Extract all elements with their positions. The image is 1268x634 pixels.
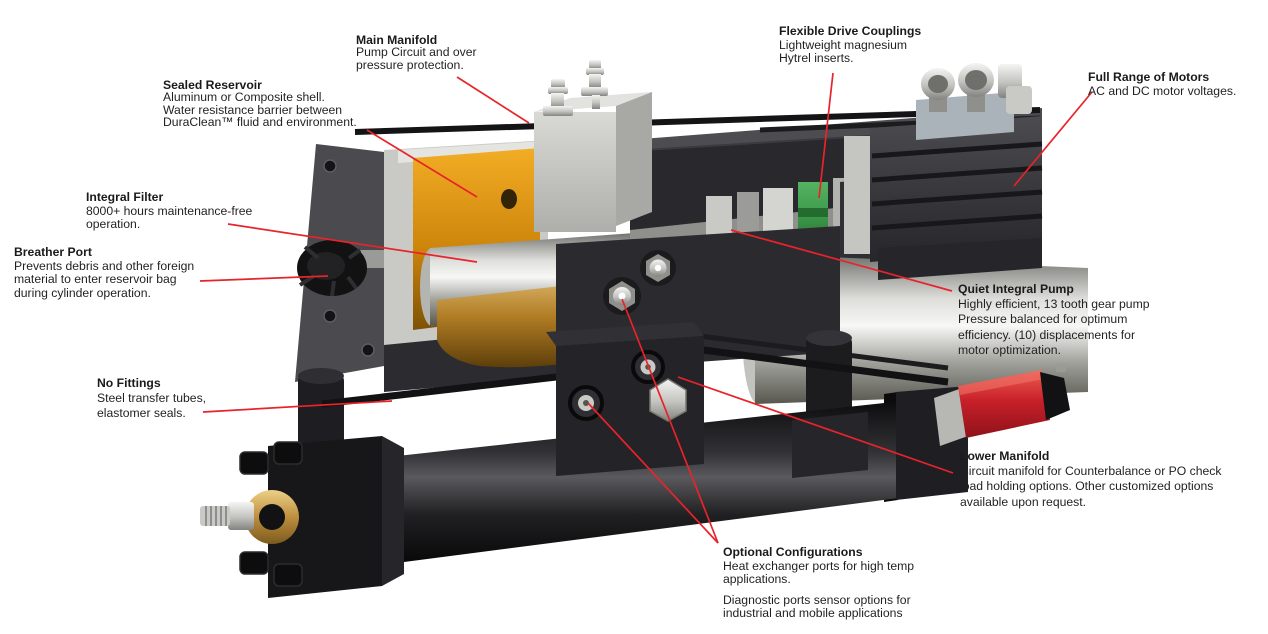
callout-line: efficiency. (10) displacements for bbox=[958, 327, 1136, 342]
callout-integral-filter: Integral Filter 8000+ hours maintenance-… bbox=[86, 190, 253, 232]
callout-full-range-of-motors: Full Range of Motors AC and DC motor vol… bbox=[1088, 70, 1237, 98]
leader-sealed-reservoir bbox=[366, 129, 478, 198]
motor-connector-elbow bbox=[998, 64, 1032, 114]
callout-line: 8000+ hours maintenance-free bbox=[86, 203, 253, 218]
callout-main-manifold: Main Manifold Pump Circuit and over pres… bbox=[356, 33, 477, 72]
lower-cylinder bbox=[342, 398, 930, 570]
callout-line: Highly efficient, 13 tooth gear pump bbox=[958, 297, 1150, 312]
callout-title: Flexible Drive Couplings bbox=[779, 24, 922, 38]
screw-hole bbox=[323, 309, 337, 323]
lower-assembly bbox=[200, 322, 1070, 598]
callout-title: Quiet Integral Pump bbox=[958, 282, 1074, 296]
transfer-tube-3 bbox=[699, 333, 949, 371]
rod-gland-assembly bbox=[200, 436, 404, 598]
callout-line: Aluminum or Composite shell. bbox=[163, 90, 325, 105]
callout-line: pressure protection. bbox=[356, 57, 464, 72]
callout-line: Heat exchanger ports for high temp bbox=[723, 558, 915, 573]
breather-port-knob bbox=[297, 240, 384, 297]
leader-flexible-drive-couplings bbox=[818, 72, 834, 199]
quick-coupling-1 bbox=[603, 277, 641, 315]
motor-connector-2 bbox=[958, 63, 994, 112]
trunnion-clamp bbox=[792, 412, 868, 478]
leader-quiet-integral-pump bbox=[730, 229, 953, 292]
red-valve bbox=[934, 364, 1070, 446]
leader-no-fittings bbox=[202, 400, 393, 413]
callout-title: Sealed Reservoir bbox=[163, 78, 262, 92]
callout-line: operation. bbox=[86, 217, 141, 232]
leader-full-range-of-motors bbox=[1013, 91, 1093, 187]
callout-line: material to enter reservoir bag bbox=[14, 272, 177, 287]
leader-main-manifold bbox=[456, 76, 530, 124]
callout-flexible-drive-couplings: Flexible Drive Couplings Lightweight mag… bbox=[779, 24, 922, 66]
callout-line: Hytrel inserts. bbox=[779, 51, 854, 66]
motor-flange bbox=[844, 136, 872, 254]
main-manifold-block bbox=[534, 60, 652, 232]
manifold-fitting-2 bbox=[581, 60, 608, 109]
callout-line: Circuit manifold for Counterbalance or P… bbox=[960, 464, 1222, 479]
callout-line: applications. bbox=[723, 572, 791, 587]
callout-line: motor optimization. bbox=[958, 342, 1061, 357]
hex-plug bbox=[649, 378, 687, 422]
lower-manifold-block bbox=[546, 322, 704, 476]
callout-title: Optional Configurations bbox=[723, 545, 863, 559]
leader-lower-manifold bbox=[677, 376, 954, 474]
quick-coupling-2 bbox=[640, 250, 676, 286]
callout-line: Prevents debris and other foreign bbox=[14, 258, 195, 273]
piston-rod-thread bbox=[200, 506, 230, 526]
callout-line: Pump Circuit and over bbox=[356, 45, 477, 60]
callout-line: industrial and mobile applications bbox=[723, 606, 903, 621]
callout-line: load holding options. Other customized o… bbox=[960, 479, 1214, 494]
screw-hole bbox=[323, 159, 337, 173]
motor bbox=[844, 63, 1043, 280]
callout-title: Breather Port bbox=[14, 245, 92, 259]
callout-lower-manifold: Lower Manifold Circuit manifold for Coun… bbox=[960, 449, 1221, 510]
left-trunnion bbox=[298, 368, 344, 460]
callout-line: Steel transfer tubes, bbox=[97, 391, 207, 406]
screw-hole bbox=[361, 343, 375, 357]
callout-title: Main Manifold bbox=[356, 33, 438, 47]
callout-line: AC and DC motor voltages. bbox=[1088, 83, 1237, 98]
callout-title: Full Range of Motors bbox=[1088, 70, 1210, 84]
callout-title: Integral Filter bbox=[86, 190, 164, 204]
leader-lines bbox=[199, 72, 1093, 544]
callout-no-fittings: No Fittings Steel transfer tubes, elasto… bbox=[97, 376, 206, 422]
callout-line: available upon request. bbox=[960, 494, 1087, 509]
motor-connector-1 bbox=[921, 68, 955, 112]
upper-assembly bbox=[295, 60, 1088, 404]
leader-breather-port bbox=[199, 275, 329, 282]
callout-line: DuraClean™ fluid and environment. bbox=[163, 115, 357, 130]
callout-breather-port: Breather Port Prevents debris and other … bbox=[14, 245, 195, 300]
callout-title: Lower Manifold bbox=[960, 449, 1050, 463]
manifold-fitting-1 bbox=[543, 79, 573, 116]
callout-optional-configurations: Optional Configurations Heat exchanger p… bbox=[723, 545, 915, 621]
reservoir-port-hole bbox=[501, 189, 517, 209]
callout-title: No Fittings bbox=[97, 376, 161, 390]
transfer-tube-2 bbox=[687, 344, 949, 386]
callout-line: Water resistance barrier between bbox=[163, 102, 343, 117]
port-plug-1 bbox=[568, 385, 604, 421]
callout-line: elastomer seals. bbox=[97, 406, 186, 421]
callout-line: Diagnostic ports sensor options for bbox=[723, 592, 911, 607]
leader-integral-filter bbox=[227, 223, 478, 263]
callout-line: Lightweight magnesium bbox=[779, 37, 908, 52]
callout-line: during cylinder operation. bbox=[14, 285, 151, 300]
callout-sealed-reservoir: Sealed Reservoir Aluminum or Composite s… bbox=[163, 79, 357, 129]
leader-optional-config-b bbox=[587, 402, 719, 544]
leader-optional-config-a bbox=[621, 298, 719, 544]
callout-quiet-integral-pump: Quiet Integral Pump Highly efficient, 13… bbox=[958, 282, 1150, 358]
callout-line: Pressure balanced for optimum bbox=[958, 312, 1128, 327]
